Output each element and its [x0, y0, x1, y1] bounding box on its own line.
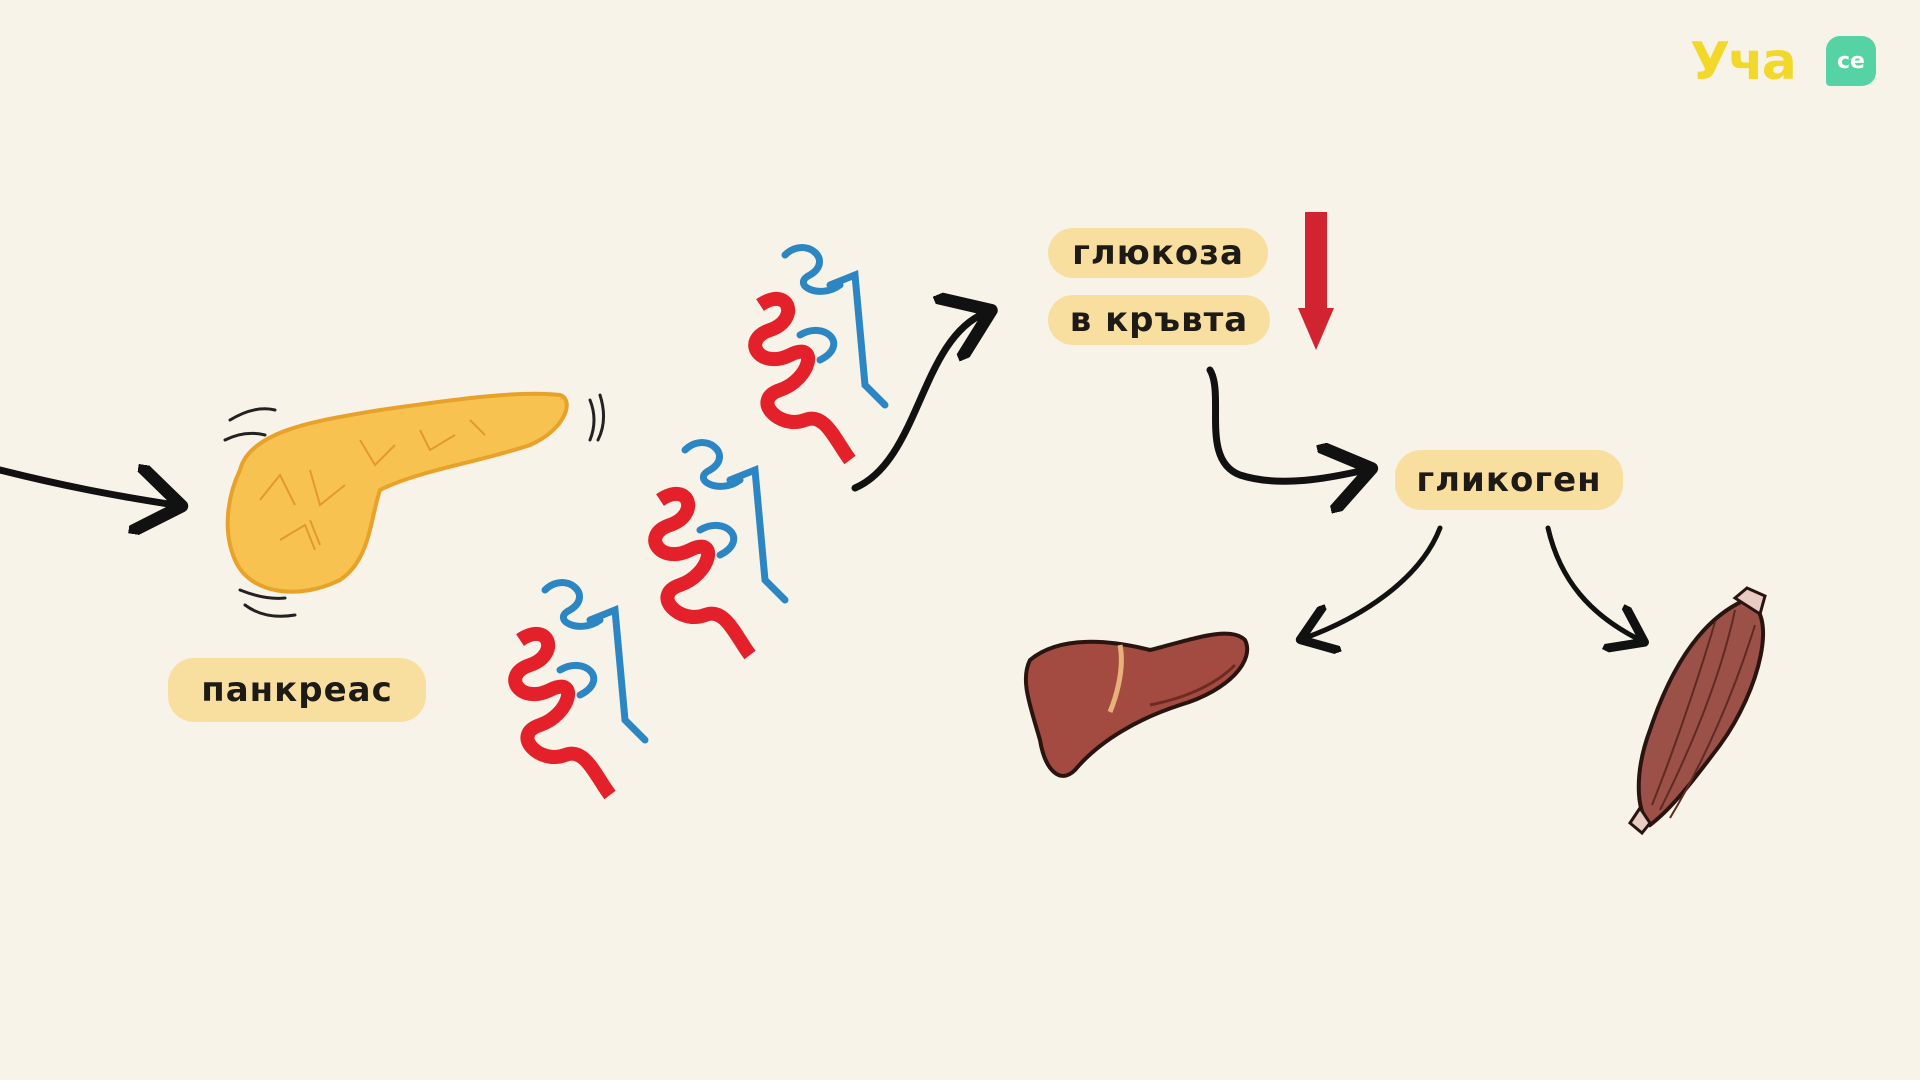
to-liver-arrow-icon: [1305, 525, 1443, 638]
glucose-label-line1: глюкоза: [1048, 228, 1268, 278]
insulin-molecule-icon: [748, 244, 889, 465]
pancreas-icon: [223, 391, 605, 618]
liver-icon: [1023, 631, 1250, 778]
to-glucose-arrow-icon: [851, 313, 985, 492]
pancreas-label: панкреас: [168, 658, 426, 722]
logo-text: Уча: [1690, 32, 1797, 92]
to-glycogen-arrow-icon: [1206, 366, 1365, 481]
muscle-icon: [1628, 586, 1767, 836]
brand-logo: Уча се: [1690, 28, 1890, 108]
glycogen-label: гликоген: [1395, 450, 1623, 510]
input-arrow-icon: [0, 470, 175, 505]
insulin-molecule-icon: [648, 439, 789, 660]
down-arrow-icon: [1298, 212, 1334, 350]
insulin-molecule-icon: [508, 579, 649, 800]
logo-badge: се: [1826, 36, 1876, 86]
glucose-label-line2: в кръвта: [1048, 295, 1270, 345]
to-muscle-arrow-icon: [1545, 525, 1640, 640]
